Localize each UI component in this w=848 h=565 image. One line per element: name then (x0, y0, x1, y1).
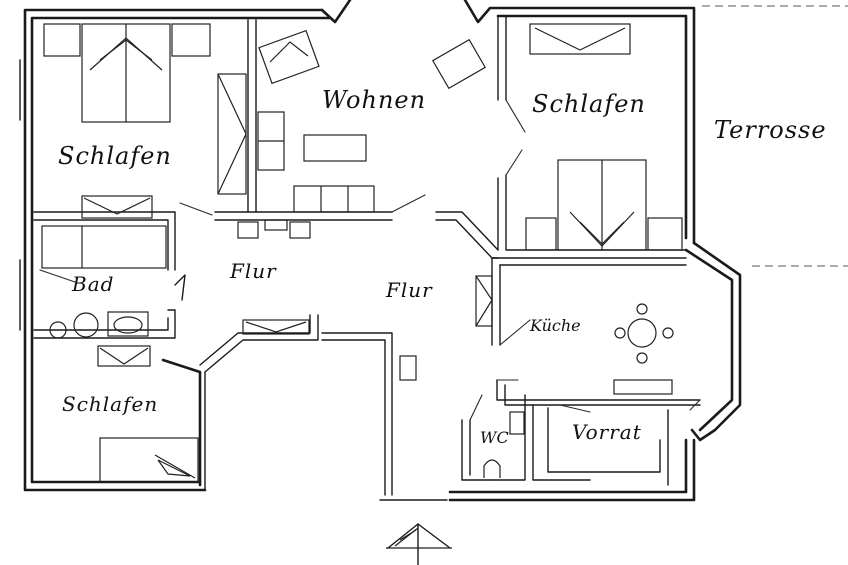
bed-left-bedroom (43, 23, 211, 123)
room-label-vorrat: Vorrat (572, 420, 642, 444)
kitchen-table (613, 303, 674, 395)
wc-fixtures (483, 411, 525, 478)
room-label-flur-left: Flur (230, 259, 277, 283)
terrace-lines (702, 5, 848, 267)
room-label-schlafen-left: Schlafen (58, 142, 172, 170)
bed-bottom-bedroom (97, 319, 310, 483)
room-label-bad: Bad (72, 272, 115, 296)
wardrobe-left-bedroom (217, 73, 247, 195)
outer-walls (19, 0, 742, 502)
room-label-schlafen-bottom: Schlafen (62, 392, 159, 416)
living-furniture (237, 29, 487, 239)
area-label-terrasse: Terrosse (714, 116, 827, 144)
hall-fixtures (399, 275, 493, 381)
room-label-wc: WC (480, 428, 509, 447)
bed-right-bedroom (525, 23, 683, 251)
door-lines (39, 99, 701, 421)
entrance-marker (386, 523, 452, 565)
room-label-wohnen: Wohnen (322, 86, 427, 114)
bath-fixtures (41, 195, 167, 339)
interior-walls (33, 15, 701, 496)
room-label-schlafen-right: Schlafen (532, 90, 646, 118)
room-label-flur-center: Flur (386, 278, 433, 302)
room-label-kueche: Küche (530, 316, 581, 335)
